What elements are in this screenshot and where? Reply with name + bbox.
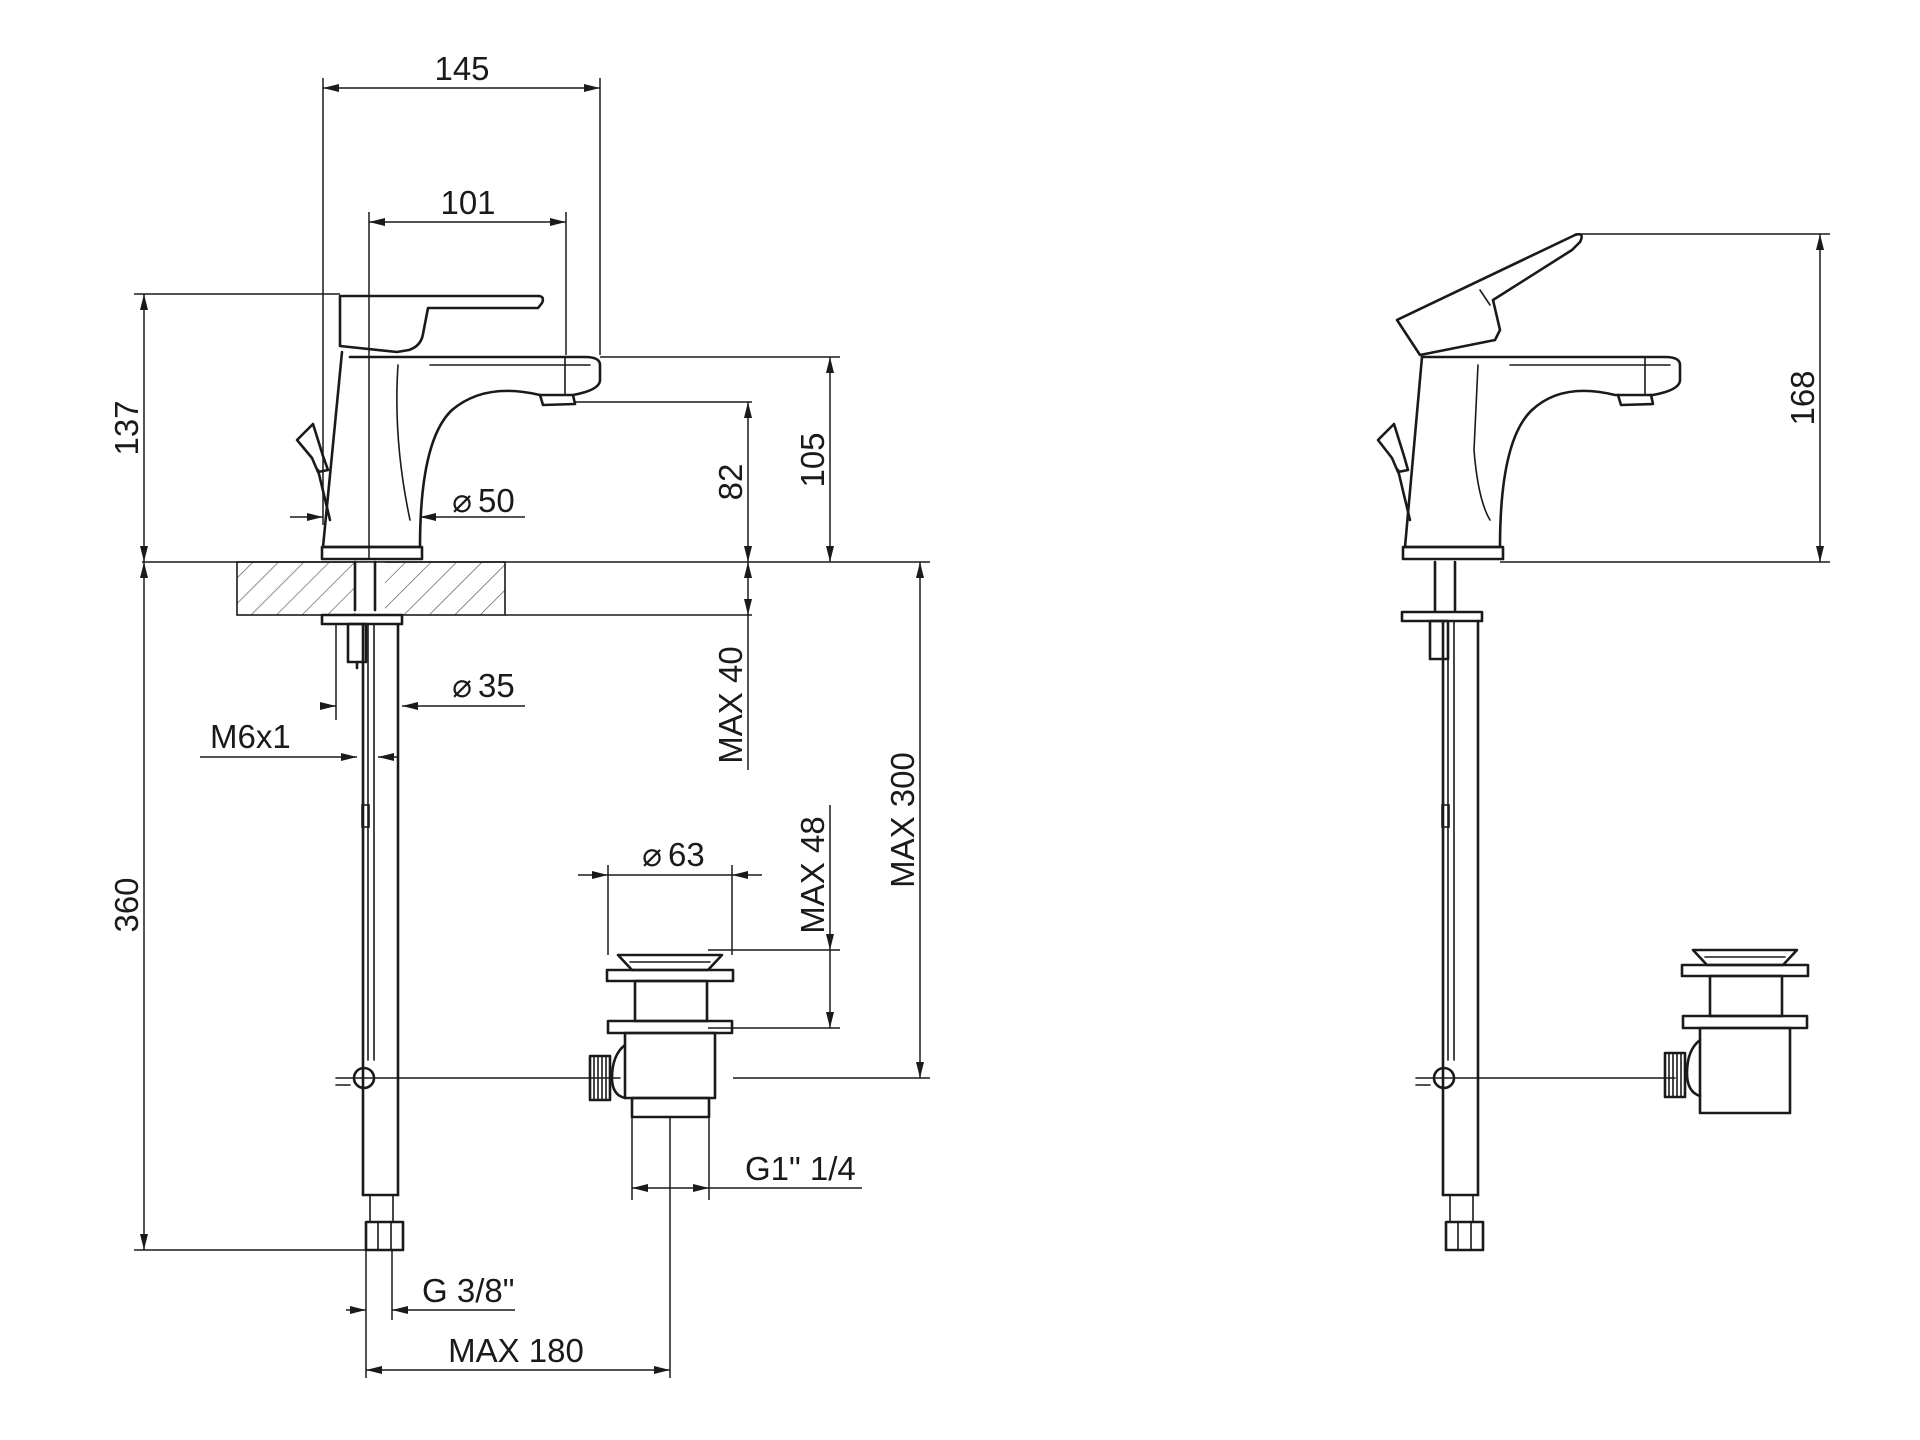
- dim-spout-height: 105: [794, 432, 831, 487]
- dim-spout-reach: 101: [440, 184, 495, 221]
- raised-lever: [1395, 233, 1583, 357]
- faucet-body-open: [1403, 355, 1682, 549]
- dim-waste-thread: G1" 1/4: [745, 1150, 856, 1187]
- dim-body-diameter-symbol: ⌀: [452, 482, 472, 519]
- dim-waste-diameter: 63: [668, 836, 705, 873]
- dim-shank-diameter-symbol: ⌀: [452, 667, 472, 704]
- faucet-open-view: [1376, 233, 1830, 1252]
- dim-max-deck-thickness: MAX 40: [712, 646, 749, 763]
- pop-up-knob: [295, 422, 330, 474]
- dimension-labels: 145 101 137 105 82 ⌀ 50 MAX 40 ⌀ 35 M6x1…: [108, 50, 921, 1369]
- lever-open-dimension: 168: [1575, 233, 1830, 562]
- dim-body-diameter: 50: [478, 482, 515, 519]
- hose-nut: [364, 1220, 405, 1252]
- dim-lever-open-height: 168: [1784, 370, 1821, 425]
- dim-max-offset: MAX 180: [448, 1332, 584, 1369]
- dim-outlet-height: 82: [712, 464, 749, 501]
- dim-shank-diameter: 35: [478, 667, 515, 704]
- dim-overall-width: 145: [434, 50, 489, 87]
- dim-waste-diameter-symbol: ⌀: [642, 836, 662, 873]
- dimension-lines: [134, 78, 930, 1378]
- faucet-side-view: [295, 294, 602, 561]
- dim-rod-thread: M6x1: [210, 718, 291, 755]
- countertop-section: [142, 561, 930, 616]
- waste-valve: [588, 953, 735, 1119]
- mounting-hardware: [320, 560, 621, 1252]
- faucet-body: [321, 350, 602, 549]
- dim-waste-max-height: MAX 48: [794, 816, 831, 933]
- dim-hose-length: 360: [108, 877, 145, 932]
- dim-max-below-deck: MAX 300: [884, 752, 921, 888]
- dim-hose-connection: G 3/8": [422, 1272, 514, 1309]
- lever-handle: [338, 294, 545, 354]
- aerator: [538, 393, 577, 407]
- base-ring: [320, 545, 424, 561]
- dim-total-height: 137: [108, 400, 145, 455]
